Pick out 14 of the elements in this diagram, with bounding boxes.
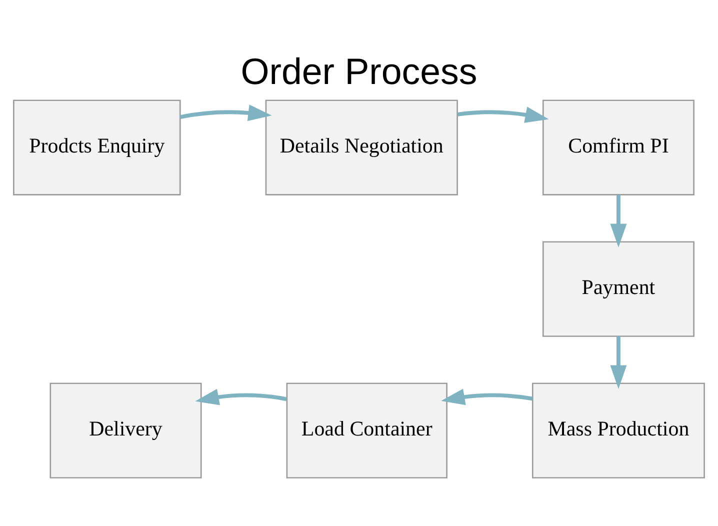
node-box: Load Container — [286, 382, 448, 478]
node-box: Payment — [542, 240, 694, 336]
node-box: Delivery — [50, 382, 202, 478]
node-box: Details Negotiation — [265, 99, 458, 195]
arrow — [457, 106, 549, 122]
arrow — [610, 194, 627, 247]
node-box: Comfirm PI — [542, 99, 694, 195]
node-box: Prodcts Enquiry — [13, 99, 181, 195]
arrow — [180, 104, 272, 121]
arrow — [441, 388, 533, 405]
diagram-title: Order Process — [240, 50, 478, 92]
arrow — [195, 388, 287, 405]
node-box: Mass Production — [532, 382, 705, 478]
arrow — [610, 336, 627, 388]
